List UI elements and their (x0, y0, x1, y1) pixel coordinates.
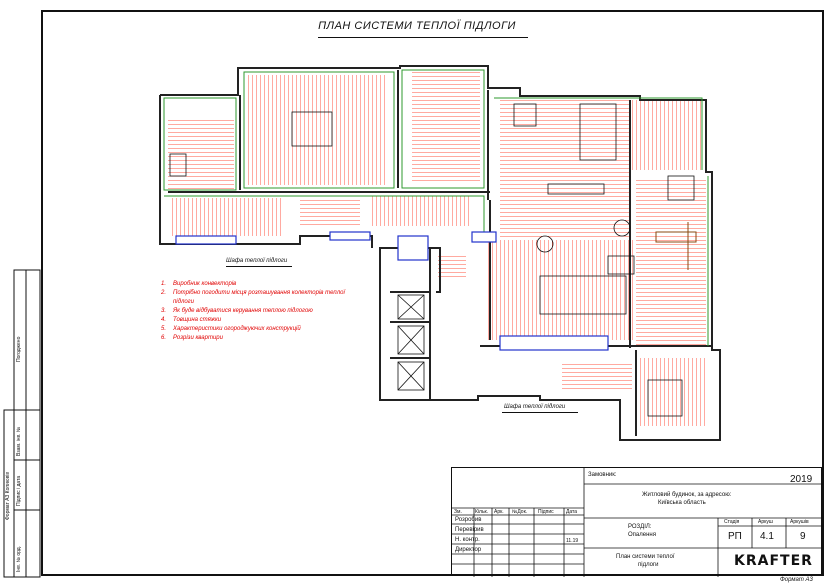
page-title: ПЛАН СИСТЕМИ ТЕПЛОЇ ПІДЛОГИ (318, 20, 516, 32)
heating-loops (168, 72, 706, 426)
note-item: 4.Товщина стяжки (161, 317, 222, 323)
role-director: Директор (455, 547, 482, 553)
header-kilk: Кільк. (475, 509, 489, 515)
drawing-name-line-1: План системи теплої (616, 554, 675, 560)
header-data: Дата (566, 509, 578, 515)
object-line-1: Житловий будинок, за адресою: (642, 492, 732, 498)
header-ndok: №Док. (512, 509, 528, 515)
cabinet-label-bottom: Шафа теплої підлоги (504, 404, 566, 410)
title-block-grid (452, 468, 823, 577)
side-label-vzam: Взам. інв. № (16, 426, 22, 456)
insulation-lines (163, 69, 709, 346)
company-logo: KRAFTER (734, 553, 813, 569)
notes-list: 1.Виробник конвекторів 2.Потрібно погоди… (161, 280, 345, 343)
note-item: 6.Розрізи квартири (161, 335, 223, 341)
role-norm-control: Н. контр. (455, 537, 480, 543)
title-underline (318, 37, 528, 38)
cabinet-leader-left (226, 266, 292, 267)
sheet-header: Аркуш (758, 519, 773, 525)
equipment-brown (655, 222, 697, 270)
year-value: 2019 (790, 474, 813, 485)
stage-value: РП (728, 531, 742, 542)
role-checker: Перевірив (455, 527, 484, 533)
section-value: Опалення (628, 532, 656, 538)
sheets-header: Аркушів (790, 519, 809, 525)
date-value: 11.19 (566, 538, 579, 544)
sheet-value: 4.1 (760, 531, 774, 542)
header-zm: Зм. (454, 509, 462, 515)
note-item: 5.Характеристики огороджуючих конструкці… (161, 326, 301, 332)
note-item: підлоги (173, 299, 194, 305)
side-label-format: Формат А3 Копиювів (5, 471, 11, 520)
side-label-inv: Інв. № орд. (16, 545, 22, 572)
cabinet-label-left: Шафа теплої підлоги (226, 258, 288, 264)
header-ark: Арк. (494, 509, 504, 515)
collectors (175, 231, 609, 351)
title-block: Замовник: 2019 Житловий будинок, за адре… (451, 467, 823, 577)
side-label-pidpys: Підпис і дата (16, 475, 22, 506)
drawing-frame (41, 10, 824, 576)
cabinet-leader-bottom (502, 412, 578, 413)
note-item: 1.Виробник конвекторів (161, 281, 237, 287)
section-label: РОЗДІЛ: (628, 524, 652, 530)
object-line-2: Київська область (658, 500, 706, 506)
format-label: Формат А3 (780, 577, 813, 583)
header-pidpys: Підпис (538, 509, 554, 515)
role-developer: Розробив (455, 517, 482, 523)
drawing-name-line-2: підлоги (638, 562, 659, 568)
note-item: 2.Потрібно погодити місця розташування к… (161, 290, 345, 296)
furniture (169, 103, 695, 417)
customer-label: Замовник: (588, 472, 617, 478)
stage-header: Стадія (724, 519, 740, 525)
side-label-pogodzheno: Погоджено (16, 336, 22, 362)
note-item: 3.Як буде відбуватися керування теплою п… (161, 308, 313, 314)
sheets-value: 9 (800, 531, 806, 542)
